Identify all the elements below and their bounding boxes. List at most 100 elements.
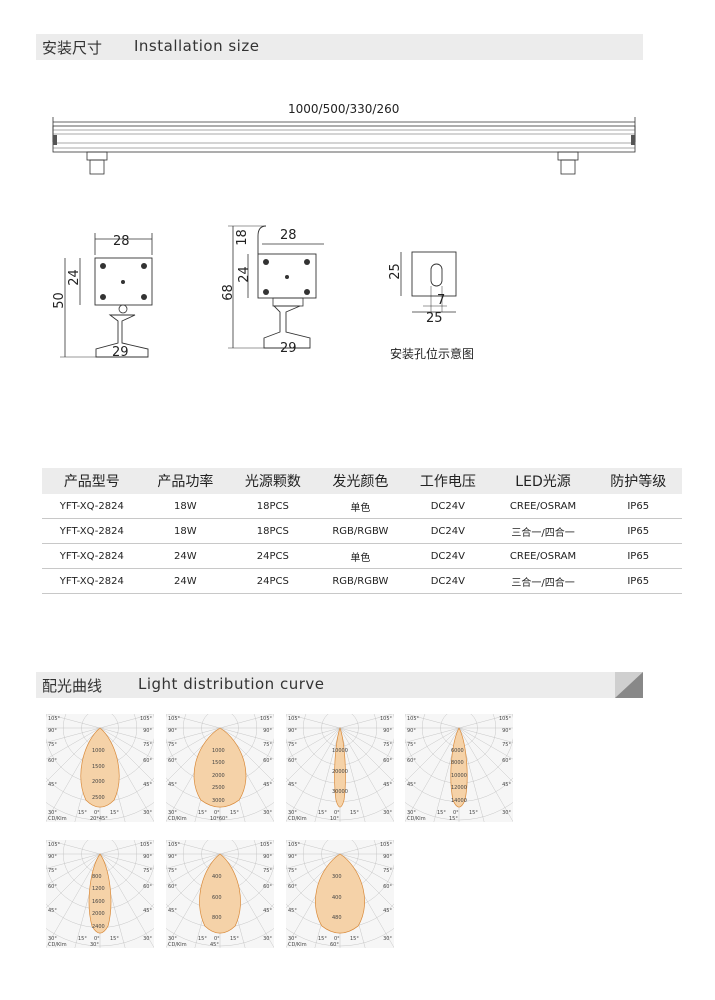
cell-led-count: 24PCS [229,568,317,594]
angle-label: 90° [383,728,392,734]
cell-ip: IP65 [594,543,682,569]
angle-label: 30° [168,810,177,816]
cell-power: 24W [141,543,230,569]
angle-label: 90° [168,728,177,734]
profile-drawing [52,117,636,175]
unit-label: CD/Klm [288,816,307,822]
angle-label: 60° [263,884,272,890]
angle-label: 30° [288,810,297,816]
d2-h1: 24 [236,266,252,283]
angle-label: 30° [383,936,392,942]
angle-label: 45° [502,782,511,788]
angle-label: 60° [383,884,392,890]
cell-led-source: CREE/OSRAM [491,494,595,519]
angle-label: 45° [383,908,392,914]
angle-label: 0° [94,810,100,816]
col-led-count: 光源颗数 [244,474,301,490]
angle-label: 30° [383,810,392,816]
polar-grid [0,761,229,983]
angle-label: 15° [110,936,119,942]
beam-angle-label: 45° [210,942,219,948]
angle-label: 30° [502,810,511,816]
angle-label: 75° [263,742,272,748]
angle-label: 45° [263,908,272,914]
cell-led-source: 三合一/四合一 [491,518,595,544]
angle-label: 30° [263,810,272,816]
angle-label: 105° [48,842,61,848]
angle-label: 90° [48,728,57,734]
angle-label: 15° [469,810,478,816]
angle-label: 60° [502,758,511,764]
d1-h1: 24 [66,269,82,286]
d1-height: 50 [51,292,67,309]
beam-angle-label: 20*45° [90,816,108,822]
cell-voltage: DC24V [404,543,492,569]
angle-label: 90° [263,728,272,734]
intensity-label: 1000 [92,748,105,754]
curve-header: 配光曲线 Light distribution curve [36,672,643,698]
light-lobe [315,853,365,934]
corner-decoration [615,672,643,698]
angle-label: 45° [288,908,297,914]
angle-label: 0° [453,810,459,816]
hole-drawing [400,251,457,313]
angle-label: 90° [288,728,297,734]
beam-angle-label: 60° [330,942,339,948]
angle-label: 105° [168,716,181,722]
hole-caption: 安装孔位示意图 [390,347,475,361]
intensity-label: 600 [212,894,222,901]
unit-label: CD/Klm [288,942,307,948]
intensity-label: 800 [212,915,222,922]
cell-voltage: DC24V [404,518,492,544]
angle-label: 30° [48,810,57,816]
angle-label: 75° [143,742,152,748]
angle-label: 0° [214,810,220,816]
polar-grid [0,635,229,857]
polar-chart: 105°105°90°90°75°75°60°60°45°45°30°30°15… [91,635,349,857]
cell-ip: IP65 [594,568,682,594]
angle-label: 75° [288,742,297,748]
intensity-label: 2500 [92,794,105,801]
polar-chart: 105°105°90°90°75°75°60°60°45°45°30°30°15… [211,761,469,983]
col-color: 发光颜色 [332,474,389,490]
length-label: 1000/500/330/260 [288,102,400,116]
angle-label: 75° [383,868,392,874]
angle-label: 45° [48,908,57,914]
angle-label: 45° [407,782,416,788]
angle-label: 105° [288,842,301,848]
angle-label: 15° [78,810,87,816]
angle-label: 105° [379,842,392,848]
angle-label: 30° [407,810,416,816]
angle-label: 105° [139,716,152,722]
cell-led-count: 18PCS [229,494,317,519]
intensity-label: 12000 [451,785,467,792]
polar-grid [91,635,349,857]
beam-angle-label: 30° [90,942,99,948]
cell-color: RGB/RGBW [316,518,405,544]
col-led-source: LED光源 [515,474,571,490]
intensity-label: 2000 [92,779,105,785]
angle-label: 75° [48,868,57,874]
angle-label: 15° [318,810,327,816]
angle-label: 105° [168,842,181,848]
light-lobe [199,853,241,934]
angle-label: 45° [168,782,177,788]
angle-label: 90° [143,854,152,860]
cell-led-source: CREE/OSRAM [491,543,595,569]
angle-label: 30° [288,936,297,942]
angle-label: 75° [383,742,392,748]
intensity-label: 1000 [212,748,225,754]
intensity-label: 400 [332,894,342,901]
cell-ip: IP65 [594,494,682,519]
angle-label: 45° [263,782,272,788]
unit-label: CD/Klm [168,816,187,822]
angle-label: 45° [383,782,392,788]
cell-voltage: DC24V [404,494,492,519]
light-lobe [450,727,468,808]
cell-power: 24W [141,568,230,594]
angle-label: 30° [48,936,57,942]
cell-led-count: 24PCS [229,543,317,569]
angle-label: 15° [437,810,446,816]
d2-top: 18 [234,229,250,246]
angle-label: 75° [168,742,177,748]
